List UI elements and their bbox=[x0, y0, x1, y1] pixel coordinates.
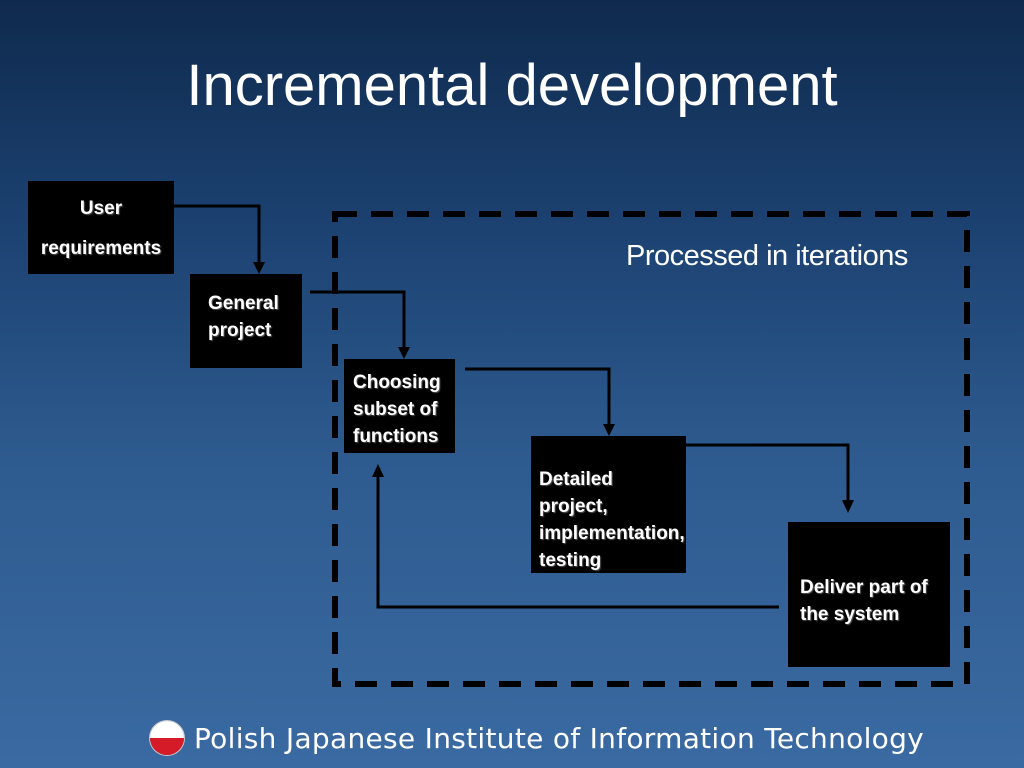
box-line: requirements bbox=[40, 238, 162, 259]
arrow-requirements-to-general bbox=[174, 204, 261, 263]
arrowhead-detailed bbox=[603, 424, 615, 436]
detailed-project-box: Detailed project, implementation, testin… bbox=[531, 436, 686, 573]
box-line: project bbox=[208, 320, 272, 341]
footer: Polish Japanese Institute of Information… bbox=[150, 718, 924, 758]
arrowhead-loop-back bbox=[372, 464, 384, 477]
general-project-box: General project bbox=[190, 274, 302, 368]
box-line: implementation, bbox=[539, 523, 685, 544]
box-line: Choosing bbox=[353, 372, 441, 393]
box-line: Deliver part of bbox=[800, 577, 928, 598]
box-line: the system bbox=[800, 604, 900, 625]
box-line: functions bbox=[353, 426, 439, 447]
iteration-frame bbox=[332, 211, 970, 687]
arrow-detailed-to-deliver bbox=[686, 443, 850, 501]
user-requirements-box: User requirements bbox=[28, 181, 174, 274]
choosing-subset-box: Choosing subset of functions bbox=[344, 359, 455, 453]
box-line: General bbox=[208, 293, 279, 314]
box-line: User bbox=[79, 198, 123, 219]
pjiit-flag-logo-icon bbox=[150, 721, 184, 755]
box-line: Detailed project, bbox=[539, 469, 613, 517]
box-line: testing bbox=[539, 550, 602, 571]
box-line: subset of bbox=[353, 399, 438, 420]
arrow-choosing-to-detailed bbox=[465, 367, 611, 425]
institute-name: Polish Japanese Institute of Information… bbox=[194, 721, 925, 755]
arrow-general-to-choosing bbox=[310, 290, 406, 348]
slide-title: Incremental development bbox=[186, 53, 838, 118]
arrowhead-choosing bbox=[398, 347, 410, 359]
arrowhead-deliver bbox=[842, 500, 854, 513]
deliver-part-box: Deliver part of the system bbox=[788, 522, 950, 667]
arrow-deliver-back-to-choosing bbox=[376, 476, 779, 609]
arrowhead-general bbox=[253, 262, 265, 274]
iterations-label: Processed in iterations bbox=[626, 240, 908, 272]
